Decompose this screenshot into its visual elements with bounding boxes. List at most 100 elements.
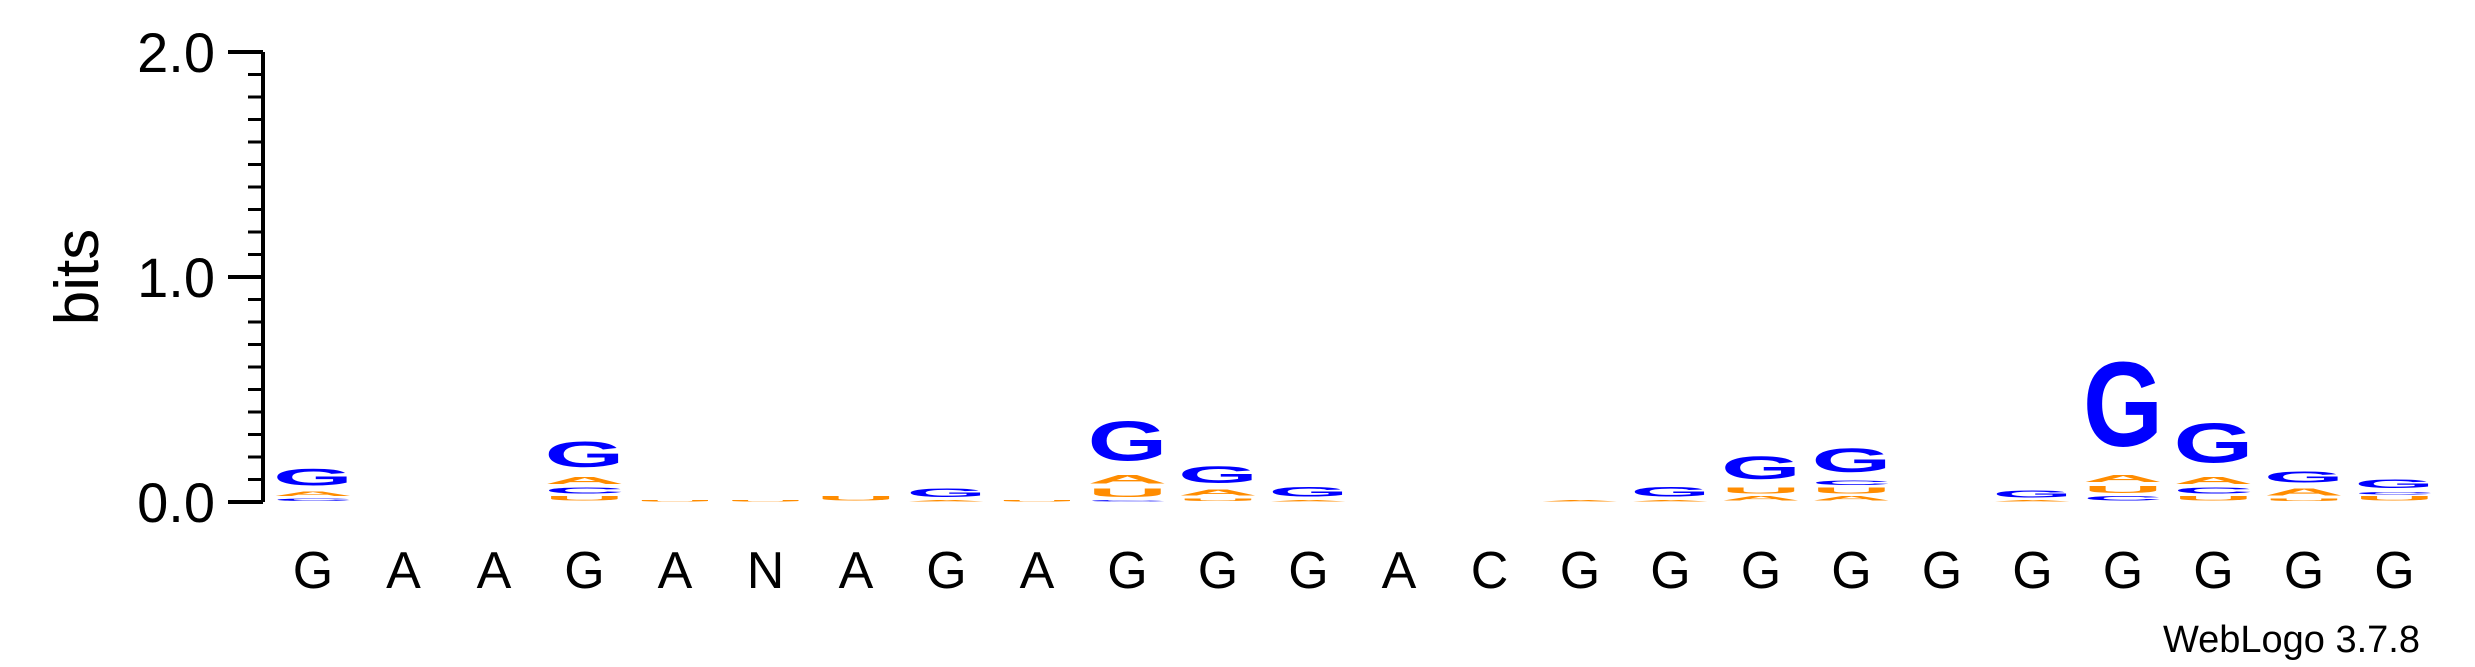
logo-letter-A: A	[1178, 488, 1258, 497]
x-position-label: A	[1382, 542, 1417, 600]
x-position-label: A	[386, 542, 421, 600]
letter-stack: U	[726, 500, 806, 502]
logo-letter-U: U	[2174, 495, 2254, 502]
x-position-label: G	[564, 542, 604, 600]
logo-letter-C: C	[2083, 495, 2163, 502]
logo-letter-G: G	[1631, 484, 1711, 500]
y-tick-label-0: 0.0	[137, 471, 215, 534]
x-position-label: G	[293, 542, 333, 600]
letter-stack: CAG	[273, 463, 353, 501]
logo-letter-G: G	[1269, 484, 1349, 500]
x-position-label: G	[1831, 542, 1871, 600]
logo-letter-C: C	[1812, 479, 1892, 486]
logo-letter-G: G	[2355, 477, 2435, 491]
logo-letter-C: C	[273, 497, 353, 502]
x-position-label: A	[839, 542, 874, 600]
x-position-label: N	[747, 542, 785, 600]
logo-letter-A: A	[273, 491, 353, 498]
x-position-label: G	[1107, 542, 1147, 600]
y-minor-ticks	[248, 73, 263, 481]
x-position-label: G	[1288, 542, 1328, 600]
letter-stack: U	[816, 495, 896, 502]
letter-stack: A	[1540, 500, 1620, 502]
logo-letter-U: U	[997, 500, 1077, 502]
logo-letter-A: A	[1540, 500, 1620, 502]
letter-stack: U	[997, 500, 1077, 502]
logo-letter-A: A	[545, 475, 625, 486]
logo-letter-A: A	[1088, 473, 1168, 486]
weblogo-credit: WebLogo 3.7.8	[2163, 619, 2420, 661]
logo-letter-U: U	[726, 500, 806, 502]
logo-letter-U: U	[2083, 484, 2163, 495]
logo-letter-C: C	[1088, 500, 1168, 502]
letter-stack: AUG	[1721, 450, 1801, 501]
y-tick-label-1: 1.0	[137, 246, 215, 309]
logo-letter-G: G	[1993, 489, 2073, 500]
letter-stack: UAG	[1178, 461, 1258, 502]
logo-letter-G: G	[1812, 442, 1892, 480]
letter-stack: UAG	[2264, 468, 2344, 502]
logo-letter-C: C	[2355, 491, 2435, 496]
logo-letter-G: G	[907, 486, 987, 500]
x-position-label: G	[2103, 542, 2143, 600]
logo-letter-U: U	[545, 495, 625, 502]
logo-letter-G: G	[2083, 338, 2163, 472]
logo-letter-A: A	[1812, 495, 1892, 502]
logo-letter-G: G	[1088, 409, 1168, 472]
x-position-label: G	[1741, 542, 1781, 600]
x-position-label: G	[1560, 542, 1600, 600]
y-axis-label: bits	[43, 229, 112, 325]
logo-letter-U: U	[635, 500, 715, 502]
logo-letter-U: U	[816, 495, 896, 502]
logo-letter-C: C	[2174, 486, 2254, 495]
logo-letter-A: A	[1993, 500, 2073, 502]
x-position-label: G	[2374, 542, 2414, 600]
x-position-label: G	[2012, 542, 2052, 600]
logo-letter-U: U	[1178, 497, 1258, 502]
logo-letter-G: G	[545, 435, 625, 475]
logo-letter-A: A	[2083, 473, 2163, 484]
x-position-label: C	[1471, 542, 1509, 600]
logo-letter-C: C	[545, 486, 625, 495]
logo-letter-G: G	[2174, 412, 2254, 475]
x-position-label: A	[477, 542, 512, 600]
logo-letter-A: A	[907, 500, 987, 502]
logo-letter-A: A	[2264, 486, 2344, 497]
x-position-label: G	[2284, 542, 2324, 600]
x-position-label: A	[1020, 542, 1055, 600]
logo-letter-G: G	[1178, 461, 1258, 488]
letter-stack: UCG	[2355, 477, 2435, 502]
logo-letter-A: A	[2174, 475, 2254, 486]
logo-letter-G: G	[2264, 468, 2344, 486]
x-position-label: G	[1922, 542, 1962, 600]
logo-letter-U: U	[2264, 497, 2344, 502]
letter-stack: AG	[1269, 484, 1349, 502]
logo-letter-A: A	[1269, 500, 1349, 502]
y-tick-label-2: 2.0	[137, 21, 215, 84]
logo-letter-U: U	[1812, 486, 1892, 495]
letter-stack: U	[635, 500, 715, 502]
x-position-label: G	[1650, 542, 1690, 600]
letter-stack: AG	[907, 486, 987, 502]
x-position-label: G	[926, 542, 966, 600]
logo-letter-U: U	[2355, 495, 2435, 502]
y-axis: 0.0 1.0 2.0 bits	[43, 21, 265, 534]
logo-letter-G: G	[1721, 450, 1801, 486]
logo-letter-U: U	[1088, 486, 1168, 499]
logo-letter-G: G	[273, 463, 353, 490]
letter-stack: AG	[1993, 489, 2073, 502]
logo-letter-A: A	[1721, 495, 1801, 502]
logo-letter-A: A	[1631, 500, 1711, 502]
x-position-label: G	[1198, 542, 1238, 600]
x-position-label: G	[2193, 542, 2233, 600]
x-position-label: A	[658, 542, 693, 600]
logo-letter-U: U	[1721, 486, 1801, 495]
